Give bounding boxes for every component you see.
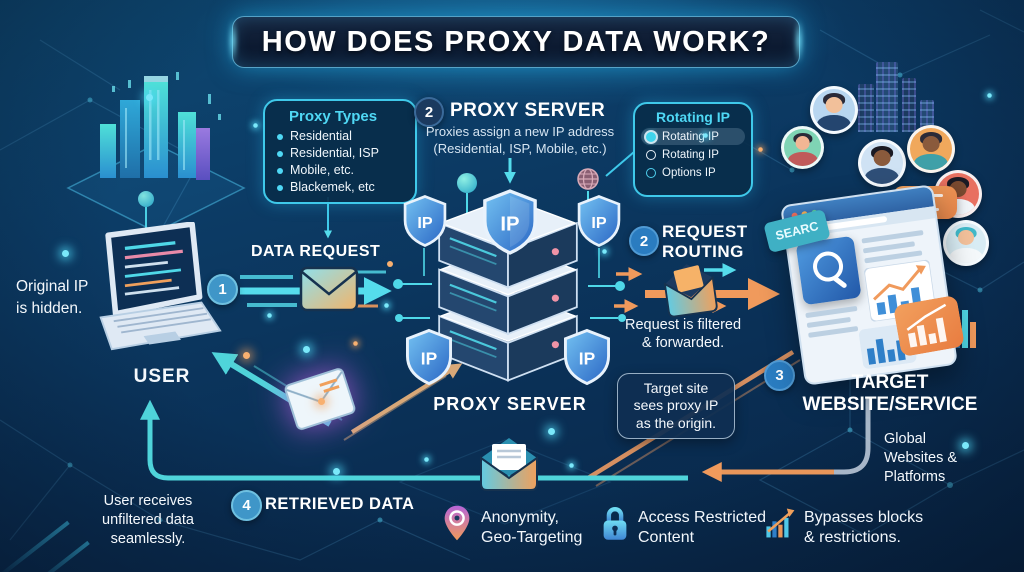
title-banner: HOW DOES PROXY DATA WORK? — [232, 16, 800, 68]
rotating-ip-title: Rotating IP — [656, 109, 730, 125]
banner-glow-right — [794, 18, 804, 64]
glow-dot — [333, 468, 340, 475]
feature-anonymity: Anonymity, Geo-Targeting — [481, 509, 583, 547]
ip-shield-icon: IP — [577, 195, 621, 247]
glow-dot — [303, 346, 310, 353]
svg-text:IP: IP — [417, 214, 432, 232]
step-badge-proxy-server: 2 — [414, 97, 444, 127]
proxy-server-label: PROXY SERVER — [433, 394, 587, 414]
routing-desc: Request is filtered & forwarded. — [624, 317, 742, 352]
bullet-icon — [277, 150, 283, 157]
avatar — [907, 125, 955, 173]
glow-dot — [267, 313, 272, 318]
glow-dot — [353, 341, 358, 346]
retrieved-teal-path — [140, 399, 688, 481]
proxy-type-item: Mobile, etc. — [290, 163, 354, 177]
glow-dot — [758, 147, 763, 152]
svg-text:IP: IP — [500, 214, 519, 236]
radio-selected-icon — [646, 131, 656, 142]
global-platforms-note: Global Websites & Platforms — [884, 431, 958, 486]
envelope-icon — [299, 266, 359, 312]
proxy-server-step-desc: Proxies assign a new IP address (Residen… — [425, 124, 615, 156]
buildings-icon — [902, 78, 916, 132]
target-website-label: TARGET WEBSITE/SERVICE — [802, 372, 978, 415]
radio-option-rotating-ip[interactable]: Rotating IP — [641, 128, 745, 145]
buildings-icon — [858, 84, 874, 132]
request-routing-title: REQUEST ROUTING — [662, 222, 748, 261]
buildings-icon — [876, 62, 898, 132]
glow-dot — [424, 457, 429, 462]
glow-dot — [318, 398, 325, 405]
step-badge-3: 3 — [764, 360, 795, 391]
radio-unselected-icon — [646, 149, 656, 160]
proxy-type-item: Residential, ISP — [290, 146, 379, 160]
avatar — [810, 86, 858, 134]
proxy-types-title: Proxy Types — [289, 108, 378, 125]
glow-dot — [243, 352, 250, 359]
bullet-icon — [277, 167, 283, 174]
proxy-type-item: Residential — [290, 129, 352, 143]
glow-dot — [602, 249, 607, 254]
user-label: USER — [133, 366, 191, 387]
ip-shield-icon: IP — [403, 195, 447, 247]
avatar — [781, 126, 824, 169]
feature-bypass-blocks: Bypasses blocks & restrictions. — [804, 509, 924, 547]
orange-chart-card — [894, 296, 964, 356]
radio-unselected-icon — [646, 167, 656, 178]
avatar — [858, 139, 906, 187]
origin-note-box: Target site sees proxy IP as the origin. — [617, 373, 735, 439]
growth-chart-icon — [766, 508, 795, 538]
city-illustration — [66, 72, 246, 233]
location-pin-icon — [444, 505, 470, 541]
step-badge-1: 1 — [207, 274, 238, 305]
globe-icon — [577, 168, 599, 190]
avatar — [943, 220, 989, 266]
banner-glow-left — [228, 18, 238, 64]
proxy-types-box: Proxy Types Residential Residential, ISP… — [263, 99, 417, 204]
step-badge-2: 2 — [629, 226, 659, 256]
original-ip-note: Original IP is hidden. — [16, 278, 89, 318]
glow-dot — [146, 94, 153, 101]
bullet-icon — [277, 133, 283, 140]
data-request-label: DATA REQUEST — [251, 243, 381, 260]
glow-dot — [987, 93, 992, 98]
glow-dot — [569, 463, 574, 468]
glow-dot — [548, 428, 555, 435]
retrieved-data-label: RETRIEVED DATA — [265, 495, 415, 513]
envelope-open-icon — [663, 264, 718, 318]
laptop-icon — [99, 222, 222, 351]
buildings-icon — [920, 100, 934, 132]
glow-dot — [253, 123, 258, 128]
radio-option-rotating-ip-2[interactable]: Rotating IP — [641, 146, 745, 163]
glow-dot — [962, 442, 969, 449]
svg-text:IP: IP — [579, 348, 595, 368]
glow-dot — [703, 133, 708, 138]
page-title: HOW DOES PROXY DATA WORK? — [261, 25, 771, 58]
envelope-open-icon — [480, 438, 538, 491]
proxy-server-step-title: PROXY SERVER — [450, 100, 606, 121]
glow-dot — [384, 303, 389, 308]
svg-text:IP: IP — [421, 348, 437, 368]
ip-shield-icon: IP — [564, 328, 610, 386]
feature-access-restricted: Access Restricted Content — [638, 509, 767, 547]
step-badge-4: 4 — [231, 490, 262, 521]
ip-shield-icon: IP — [406, 328, 452, 386]
glow-dot — [62, 250, 69, 257]
ip-shield-icon: IP — [483, 189, 537, 255]
lock-icon — [603, 506, 627, 540]
bullet-icon — [277, 184, 283, 191]
proxy-type-item: Blackemek, etc — [290, 180, 375, 194]
svg-text:IP: IP — [591, 214, 606, 232]
radio-option-options-ip[interactable]: Options IP — [641, 164, 745, 181]
rotating-ip-box: Rotating IP Rotating IP Rotating IP Opti… — [633, 102, 753, 197]
user-receives-note: User receives unfiltered data seamlessly… — [102, 493, 194, 547]
search-tile — [795, 235, 862, 306]
